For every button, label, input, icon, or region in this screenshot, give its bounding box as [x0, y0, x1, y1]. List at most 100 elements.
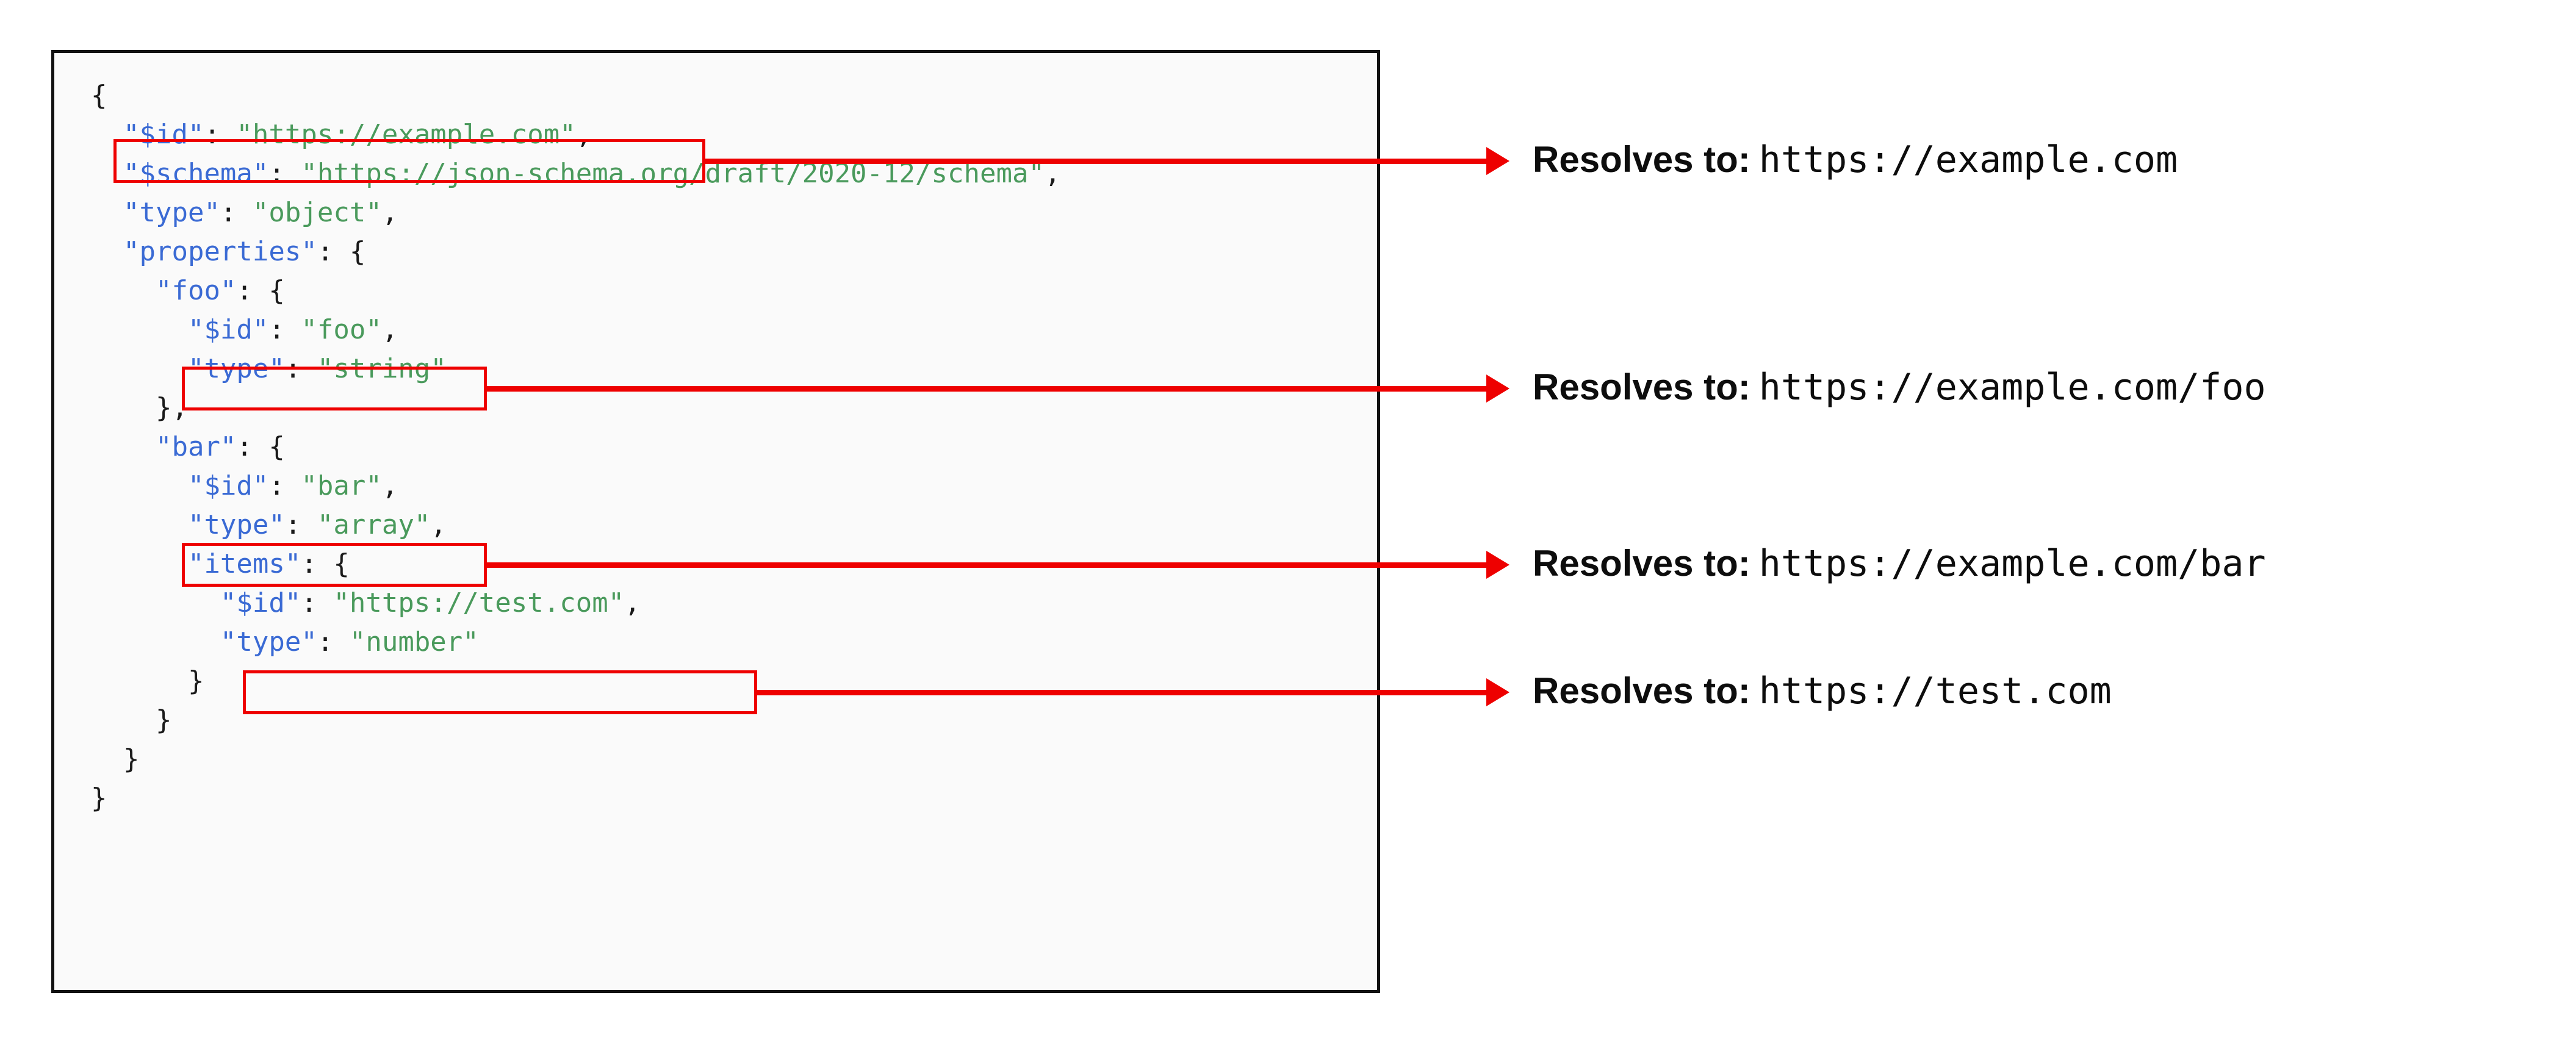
code-line: "$id": "bar", — [91, 467, 1060, 506]
code-indent — [91, 353, 188, 384]
code-token-string: "number" — [349, 626, 479, 658]
annotation-foo: Resolves to:https://example.com/foo — [1533, 369, 2266, 406]
code-token-punctuation: , — [575, 119, 592, 150]
code-token-punctuation: } — [91, 704, 172, 736]
code-token-key: "items" — [187, 548, 301, 579]
code-token-colon: : — [317, 626, 350, 658]
arrow-to-root-resolution-head — [1486, 147, 1509, 175]
code-line: }, — [91, 389, 1060, 428]
code-indent — [91, 314, 188, 345]
code-token-string: "foo" — [301, 314, 382, 345]
code-token-colon: : — [284, 509, 317, 540]
code-token-punctuation: , — [430, 509, 447, 540]
code-line: } — [91, 701, 1060, 740]
code-token-string: "bar" — [301, 470, 382, 501]
code-line: "$id": "foo", — [91, 310, 1060, 349]
code-token-key: "type" — [187, 353, 285, 384]
code-token-string: "object" — [252, 197, 382, 228]
arrow-to-root-resolution-line — [705, 159, 1486, 164]
code-line: "type": "string" — [91, 349, 1060, 389]
code-token-key: "bar" — [155, 431, 237, 462]
code-listing: { "$id": "https://example.com", "$schema… — [91, 76, 1060, 818]
code-token-key: "$id" — [123, 119, 204, 150]
code-token-punctuation: { — [333, 548, 350, 579]
code-indent — [91, 431, 156, 462]
code-token-punctuation: { — [349, 236, 366, 267]
arrow-to-foo-resolution-line — [487, 386, 1486, 392]
code-token-string: "https://example.com" — [236, 119, 576, 150]
resolves-to-label: Resolves to: — [1533, 670, 1750, 711]
code-token-punctuation: { — [91, 80, 107, 111]
resolved-uri-value: https://example.com — [1758, 138, 2178, 181]
code-token-punctuation: } — [91, 783, 107, 814]
arrow-to-bar-resolution-line — [487, 562, 1486, 568]
json-schema-code-block: { "$id": "https://example.com", "$schema… — [51, 50, 1380, 993]
resolves-to-label: Resolves to: — [1533, 543, 1750, 584]
code-line: } — [91, 662, 1060, 701]
code-token-colon: : — [268, 470, 301, 501]
code-token-colon: : — [236, 431, 269, 462]
code-indent — [91, 275, 156, 306]
code-token-colon: : — [204, 119, 237, 150]
code-token-key: "properties" — [123, 236, 317, 267]
code-token-key: "foo" — [155, 275, 237, 306]
code-indent — [91, 236, 123, 267]
resolves-to-label: Resolves to: — [1533, 367, 1750, 407]
code-token-key: "$schema" — [123, 158, 269, 189]
code-line: "type": "object", — [91, 193, 1060, 232]
code-token-colon: : — [301, 548, 334, 579]
arrow-to-bar-resolution-head — [1486, 551, 1509, 579]
code-token-string: "array" — [317, 509, 431, 540]
code-token-string: "string" — [317, 353, 447, 384]
code-token-punctuation: }, — [91, 392, 188, 423]
code-token-punctuation: { — [268, 275, 285, 306]
code-token-punctuation: , — [381, 470, 398, 501]
code-token-key: "$id" — [220, 587, 301, 618]
resolved-uri-value: https://example.com/foo — [1758, 366, 2266, 409]
code-token-colon: : — [268, 314, 301, 345]
code-token-key: "type" — [123, 197, 220, 228]
annotation-root: Resolves to:https://example.com — [1533, 139, 2178, 180]
code-indent — [91, 197, 123, 228]
code-token-punctuation: } — [91, 665, 204, 697]
code-indent — [91, 158, 123, 189]
resolved-uri-value: https://example.com/bar — [1758, 542, 2266, 585]
code-line: "$id": "https://test.com", — [91, 584, 1060, 623]
code-token-colon: : — [317, 236, 350, 267]
code-token-colon: : — [301, 587, 334, 618]
code-token-punctuation: } — [91, 744, 140, 775]
code-line: "type": "number" — [91, 623, 1060, 662]
resolves-to-label: Resolves to: — [1533, 139, 1750, 180]
resolved-uri-value: https://test.com — [1758, 670, 2112, 712]
code-line: "type": "array", — [91, 506, 1060, 545]
code-token-punctuation: { — [268, 431, 285, 462]
code-token-colon: : — [268, 158, 301, 189]
arrow-to-items-resolution-line — [757, 690, 1486, 695]
code-token-key: "$id" — [187, 314, 269, 345]
code-line: "items": { — [91, 545, 1060, 584]
code-line: "$id": "https://example.com", — [91, 115, 1060, 154]
code-token-colon: : — [236, 275, 269, 306]
code-token-key: "type" — [220, 626, 317, 658]
arrow-to-items-resolution-head — [1486, 678, 1509, 706]
code-token-punctuation: , — [381, 314, 398, 345]
annotation-items: Resolves to:https://test.com — [1533, 670, 2112, 712]
code-token-punctuation: , — [381, 197, 398, 228]
code-line: { — [91, 76, 1060, 115]
code-indent — [91, 587, 220, 618]
arrow-to-foo-resolution-head — [1486, 375, 1509, 403]
code-indent — [91, 119, 123, 150]
code-line: "foo": { — [91, 271, 1060, 310]
code-token-colon: : — [220, 197, 253, 228]
annotation-bar: Resolves to:https://example.com/bar — [1533, 545, 2266, 582]
code-indent — [91, 470, 188, 501]
code-line: "properties": { — [91, 232, 1060, 271]
code-token-key: "type" — [187, 509, 285, 540]
code-line: "bar": { — [91, 428, 1060, 467]
code-token-punctuation: , — [624, 587, 641, 618]
code-token-string: "https://test.com" — [333, 587, 625, 618]
code-token-colon: : — [284, 353, 317, 384]
code-line: } — [91, 779, 1060, 818]
code-indent — [91, 509, 188, 540]
code-line: } — [91, 740, 1060, 779]
